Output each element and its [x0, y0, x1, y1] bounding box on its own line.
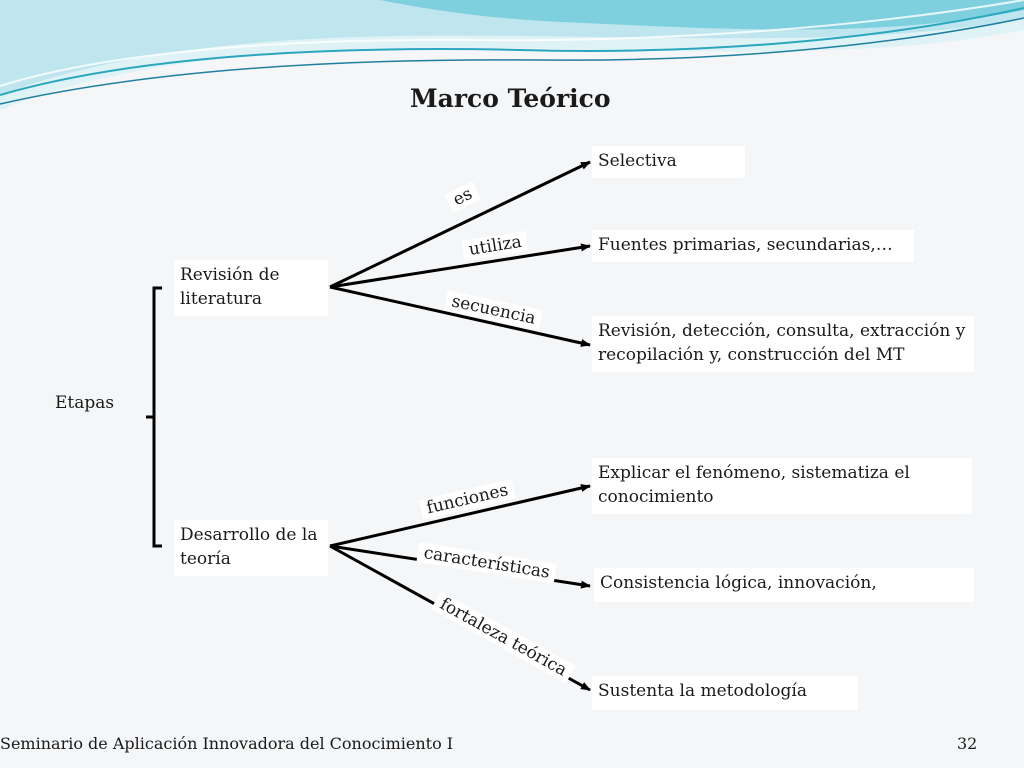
target-node-explicar: Explicar el fenómeno, sistematiza el con… [592, 458, 972, 514]
target-line2: recopilación y, construcción del MT [598, 345, 905, 365]
target-line1: Explicar el fenómeno, sistematiza el [598, 463, 910, 483]
node-desarrollo-teoria: Desarrollo de la teoría [174, 520, 328, 576]
target-line1: Revisión, detección, consulta, extracció… [598, 321, 966, 341]
target-node-fuentes: Fuentes primarias, secundarias,… [592, 230, 914, 262]
root-node-etapas: Etapas [55, 393, 115, 413]
slide-title: Marco Teórico [410, 84, 611, 113]
arrow-utiliza [329, 243, 591, 289]
target-node-revision-secuencia: Revisión, detección, consulta, extracció… [592, 316, 974, 372]
arrow-funciones [329, 484, 591, 548]
target-node-selectiva: Selectiva [592, 146, 745, 178]
node-label-line1: Desarrollo de la [180, 525, 318, 545]
slide-footer: Seminario de Aplicación Innovadora del C… [0, 734, 454, 753]
target-node-sustenta: Sustenta la metodología [592, 676, 858, 710]
node-label-line2: literatura [180, 289, 263, 309]
target-node-consistencia: Consistencia lógica, innovación, [594, 568, 974, 602]
node-revision-literatura: Revisión de literatura [174, 260, 328, 316]
page-number: 32 [957, 734, 978, 753]
stage-bracket [146, 286, 162, 548]
arrow-secuencia [329, 285, 591, 347]
node-label-line1: Revisión de [180, 265, 280, 285]
node-label-line2: teoría [180, 549, 231, 569]
arrow-es [329, 160, 591, 289]
target-line2: conocimiento [598, 487, 714, 507]
